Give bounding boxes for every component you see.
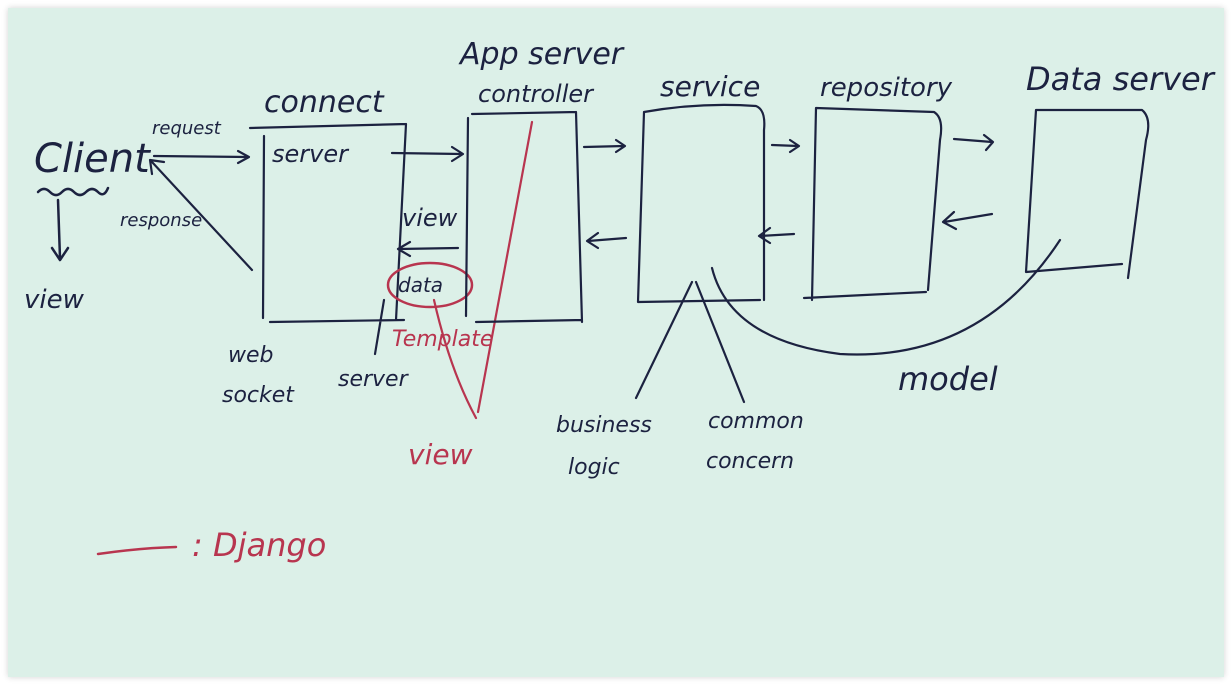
client-to-view-arrow	[50, 198, 70, 262]
data-server-label: Data server	[1026, 60, 1216, 98]
logic-label: logic	[568, 455, 620, 480]
client-underline-squiggle	[36, 186, 110, 197]
repository-to-service-arrow	[757, 226, 796, 245]
response-arrow	[148, 158, 254, 272]
server-bottom-label: server	[338, 367, 410, 392]
model-label: model	[898, 360, 998, 398]
view-return-arrow	[396, 240, 460, 258]
data-server-box	[1024, 108, 1150, 280]
server-to-controller-arrow	[390, 145, 465, 163]
repository-box	[802, 106, 943, 302]
controller-to-service-arrow	[582, 138, 627, 154]
legend-red-line	[96, 545, 178, 556]
common-concern-line	[694, 280, 746, 404]
web-label: web	[228, 343, 274, 368]
request-arrow	[152, 149, 251, 165]
concern-label: concern	[706, 449, 794, 474]
business-label: business	[556, 413, 652, 438]
client-view-label: view	[24, 285, 85, 315]
app-server-label: App server	[458, 37, 625, 72]
connect-box	[248, 122, 408, 356]
response-label: response	[120, 210, 202, 231]
service-to-controller-arrow	[585, 231, 628, 250]
connect-label: connect	[264, 85, 385, 120]
controller-label: controller	[478, 80, 595, 108]
data-circle	[386, 261, 474, 309]
view-mid-label: view	[402, 204, 458, 232]
data-server-to-repository-arrow	[941, 210, 994, 231]
controller-box	[464, 110, 584, 324]
request-label: request	[152, 118, 222, 139]
client-label: Client	[34, 136, 151, 182]
view-red-label: view	[408, 438, 473, 471]
business-logic-line	[634, 280, 694, 400]
service-to-repository-arrow	[770, 138, 801, 154]
model-curve	[710, 238, 1062, 356]
service-box	[636, 103, 766, 304]
django-view-stroke	[432, 120, 534, 420]
whiteboard-background	[8, 8, 1224, 677]
common-label: common	[708, 409, 804, 434]
service-label: service	[660, 70, 760, 103]
legend-django-label: : Django	[192, 526, 326, 564]
socket-label: socket	[222, 383, 295, 408]
data-label: data	[398, 273, 443, 297]
connect-server-label: server	[272, 140, 350, 168]
repository-to-data-server-arrow	[952, 133, 995, 152]
repository-label: repository	[820, 73, 953, 103]
